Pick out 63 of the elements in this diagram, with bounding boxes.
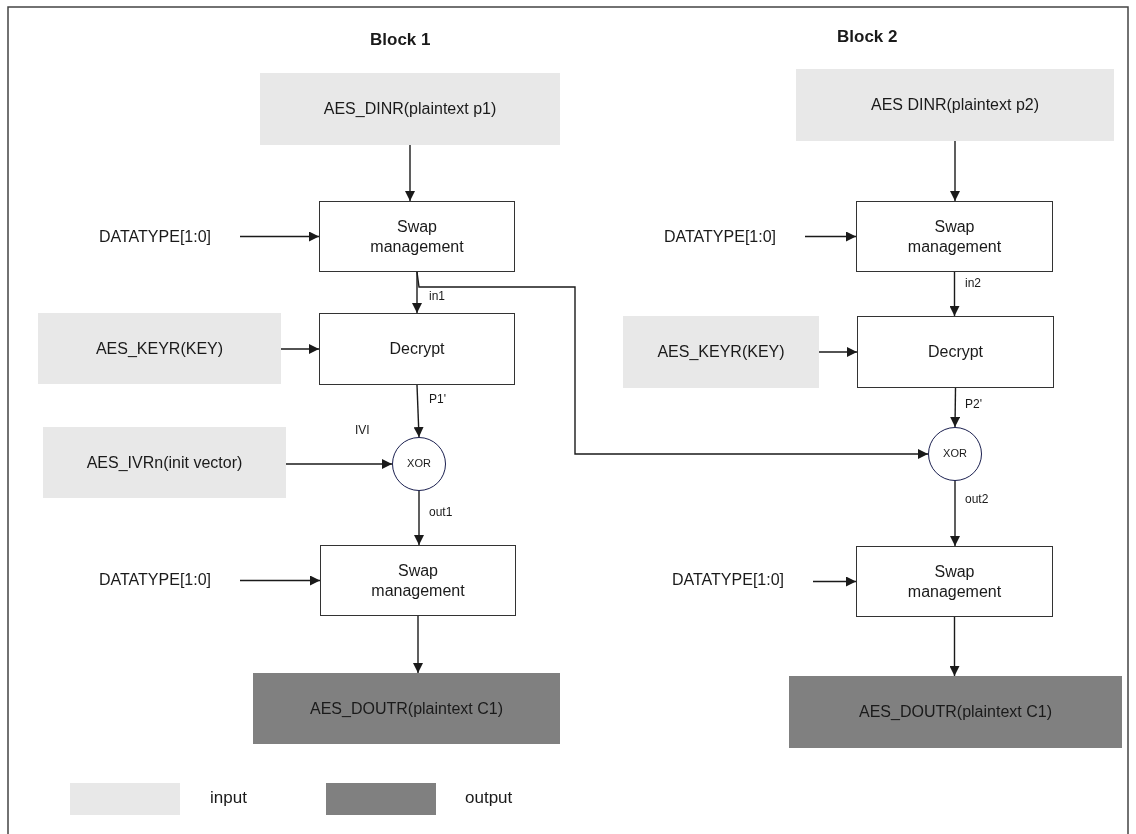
signal-label: DATATYPE[1:0] xyxy=(643,567,813,593)
arrow xyxy=(949,616,960,677)
output-box xyxy=(789,676,1122,748)
signal-label: DATATYPE[1:0] xyxy=(70,567,240,593)
process-box xyxy=(320,545,516,616)
arrow xyxy=(812,576,857,587)
arrow xyxy=(950,387,961,428)
box-label: AES_KEYR(KEY) xyxy=(95,338,224,359)
box-label: AES DINR(plaintext p2) xyxy=(870,95,1040,115)
legend-label: output xyxy=(465,788,513,808)
edge-label: out1 xyxy=(428,505,454,519)
input-box xyxy=(260,73,560,145)
input-box xyxy=(43,427,286,498)
arrow xyxy=(239,231,320,242)
arrow xyxy=(285,459,393,469)
box-label: AES_IVRn(init vector) xyxy=(86,452,243,473)
signal-label: DATATYPE[1:0] xyxy=(635,224,805,250)
box-label: XOR xyxy=(943,447,967,461)
input-box xyxy=(38,313,281,384)
output-box xyxy=(253,673,560,744)
edge-label: out2 xyxy=(964,492,990,506)
edge-label: in1 xyxy=(428,289,446,303)
edge-label: IVI xyxy=(354,423,371,437)
input-box xyxy=(796,69,1114,141)
arrow xyxy=(413,384,424,438)
input-box xyxy=(623,316,819,388)
process-box xyxy=(319,201,515,272)
legend-label: input xyxy=(210,788,247,808)
box-label: Decrypt xyxy=(389,339,445,359)
arrow xyxy=(405,144,415,202)
box-label: AES_DOUTR(plaintext C1) xyxy=(310,698,503,719)
signal-label: DATATYPE[1:0] xyxy=(70,224,240,250)
arrow xyxy=(280,344,320,354)
xor-circle xyxy=(928,427,982,481)
edge-label: P1' xyxy=(428,392,447,406)
arrow xyxy=(804,231,857,242)
edge-label: in2 xyxy=(964,276,982,290)
arrow xyxy=(414,490,424,546)
arrow xyxy=(950,140,960,202)
arrow xyxy=(950,480,960,547)
box-label: AES_DINR(plaintext p1) xyxy=(323,99,497,119)
box-label: AES_KEYR(KEY) xyxy=(657,342,785,362)
arrow xyxy=(239,575,321,586)
process-box xyxy=(857,316,1054,388)
box-label: AES_DOUTR(plaintext C1) xyxy=(859,702,1052,722)
box-label: Decrypt xyxy=(927,342,984,362)
process-box xyxy=(856,546,1053,617)
box-label: Swap management xyxy=(906,216,1003,257)
block-heading: Block 2 xyxy=(837,27,898,47)
process-box xyxy=(856,201,1053,272)
edge-label: P2' xyxy=(964,397,983,411)
box-label: Swap management xyxy=(369,216,465,257)
xor-circle xyxy=(392,437,446,491)
arrow xyxy=(949,271,960,317)
arrow xyxy=(416,271,929,459)
arrow xyxy=(818,347,858,357)
block-heading: Block 1 xyxy=(370,30,431,50)
process-box xyxy=(319,313,515,385)
box-label: XOR xyxy=(407,457,431,471)
arrow xyxy=(413,615,423,674)
arrow xyxy=(412,271,422,314)
box-label: Swap management xyxy=(906,561,1003,602)
box-label: Swap management xyxy=(370,560,466,601)
